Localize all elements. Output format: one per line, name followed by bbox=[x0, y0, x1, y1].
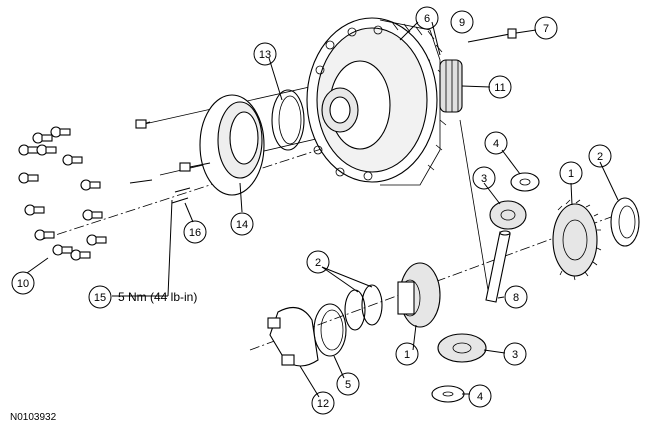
svg-text:6: 6 bbox=[424, 13, 430, 25]
svg-text:12: 12 bbox=[317, 398, 329, 410]
callout-6: 6 bbox=[415, 6, 439, 30]
callout-7: 7 bbox=[534, 16, 558, 40]
seal-ring bbox=[271, 89, 305, 151]
callout-16: 16 bbox=[183, 220, 207, 244]
svg-text:16: 16 bbox=[189, 227, 201, 239]
small-fasteners bbox=[129, 179, 191, 204]
retainer-plate bbox=[267, 306, 319, 367]
sensor-wires bbox=[135, 119, 211, 172]
washer-top bbox=[510, 172, 540, 192]
svg-text:3: 3 bbox=[512, 349, 518, 361]
svg-text:8: 8 bbox=[513, 292, 519, 304]
callout-5: 5 bbox=[336, 372, 360, 396]
svg-text:13: 13 bbox=[259, 49, 271, 61]
callout-14: 14 bbox=[230, 212, 254, 236]
callout-13: 13 bbox=[253, 42, 277, 66]
callout-12: 12 bbox=[311, 391, 335, 415]
svg-text:4: 4 bbox=[477, 391, 483, 403]
pinion-gear-top bbox=[489, 200, 527, 230]
svg-text:9: 9 bbox=[459, 17, 465, 29]
callout-4-bottom: 4 bbox=[468, 384, 492, 408]
shield-plate bbox=[199, 94, 265, 196]
callouts: 1 1 2 2 3 3 4 4 5 6 7 8 9 10 11 12 13 14… bbox=[11, 6, 612, 415]
ring-gear-assembly bbox=[306, 17, 463, 186]
svg-text:5: 5 bbox=[345, 379, 351, 391]
bolt-cluster bbox=[18, 126, 107, 261]
side-gear-left bbox=[397, 262, 441, 328]
ring-gear-bolt bbox=[467, 28, 517, 43]
callout-2-right: 2 bbox=[588, 144, 612, 168]
figure-id-label: N0103932 bbox=[10, 412, 57, 423]
svg-text:1: 1 bbox=[568, 168, 574, 180]
callout-15: 15 bbox=[88, 285, 112, 309]
pinion-gear-bottom bbox=[437, 333, 487, 363]
leader-lines bbox=[26, 21, 619, 398]
callout-8: 8 bbox=[504, 285, 528, 309]
torque-spec-label: 5 Nm (44 lb-in) bbox=[118, 290, 197, 304]
svg-text:2: 2 bbox=[597, 151, 603, 163]
svg-text:7: 7 bbox=[543, 23, 549, 35]
svg-text:4: 4 bbox=[493, 138, 499, 150]
washer-bottom bbox=[431, 385, 465, 403]
callout-4-top: 4 bbox=[484, 131, 508, 155]
svg-text:2: 2 bbox=[315, 257, 321, 269]
svg-text:15: 15 bbox=[94, 292, 106, 304]
thrust-washers-left bbox=[344, 284, 383, 331]
callout-9: 9 bbox=[450, 10, 474, 34]
callout-3-top: 3 bbox=[472, 166, 496, 190]
svg-text:11: 11 bbox=[494, 82, 505, 94]
svg-text:14: 14 bbox=[236, 219, 248, 231]
svg-text:3: 3 bbox=[481, 173, 487, 185]
svg-text:10: 10 bbox=[17, 278, 29, 290]
side-gear-right bbox=[552, 199, 602, 281]
thrust-washer-right bbox=[610, 197, 640, 247]
callout-11: 11 bbox=[488, 75, 512, 99]
callout-2-left: 2 bbox=[306, 250, 330, 274]
pinion-shaft bbox=[485, 230, 511, 303]
callout-3-bottom: 3 bbox=[503, 342, 527, 366]
callout-1-right: 1 bbox=[559, 161, 583, 185]
svg-text:1: 1 bbox=[404, 349, 410, 361]
callout-1-left: 1 bbox=[395, 342, 419, 366]
callout-10: 10 bbox=[11, 271, 35, 295]
snap-ring bbox=[313, 303, 347, 357]
